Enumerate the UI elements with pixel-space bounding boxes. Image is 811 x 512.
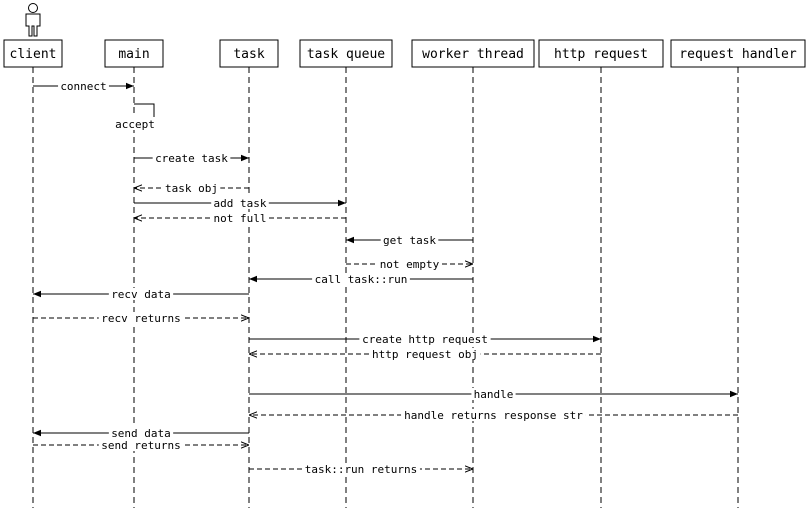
message-label-15: send data [111, 427, 171, 440]
message-label-9: recv data [111, 288, 171, 301]
actor-icon [25, 3, 41, 37]
message-label-14: handle returns response str [404, 409, 583, 422]
participant-box-handler [670, 39, 806, 68]
message-9: recv data [33, 288, 249, 301]
participant-box-main [104, 39, 164, 68]
message-label-2: create task [155, 152, 228, 165]
participant-box-task [219, 39, 279, 68]
participant-label-http: http request [554, 47, 648, 62]
message-5: not full [134, 212, 346, 225]
message-label-17: task::run returns [305, 463, 418, 476]
participant-label-task: task [233, 47, 264, 62]
participant-label-worker: worker thread [422, 47, 524, 62]
message-label-3: task obj [165, 182, 218, 195]
participant-label-handler: request handler [679, 47, 797, 62]
message-label-8: call task::run [315, 273, 408, 286]
participant-label-client: client [10, 47, 57, 62]
message-label-6: get task [383, 234, 436, 247]
message-15: send data [33, 427, 249, 440]
message-label-16: send returns [101, 439, 180, 452]
participant-box-http [538, 39, 664, 68]
message-label-12: http request obj [372, 348, 478, 361]
message-6: get task [346, 234, 473, 247]
participant-box-worker [411, 39, 535, 68]
message-label-11: create http request [362, 333, 488, 346]
participant-box-client [3, 39, 63, 68]
participant-box-queue [299, 39, 393, 68]
message-label-0: connect [60, 80, 106, 93]
participant-label-queue: task queue [307, 47, 385, 62]
message-12: http request obj [249, 348, 601, 361]
message-0: connect [33, 80, 134, 93]
message-label-7: not empty [380, 258, 440, 271]
message-label-5: not full [214, 212, 267, 225]
message-13: handle [249, 388, 738, 401]
participant-label-main: main [118, 47, 149, 62]
message-1: accept [112, 103, 156, 131]
message-8: call task::run [249, 273, 473, 286]
message-17: task::run returns [249, 463, 473, 476]
message-4: add task [134, 197, 346, 210]
message-16: send returns [33, 439, 249, 452]
message-label-1: accept [115, 118, 155, 131]
message-10: recv returns [33, 312, 249, 325]
message-3: task obj [134, 182, 249, 195]
message-label-10: recv returns [101, 312, 180, 325]
message-label-13: handle [474, 388, 514, 401]
message-7: not empty [346, 258, 473, 271]
message-11: create http request [249, 333, 601, 346]
message-14: handle returns response str [249, 409, 738, 422]
message-2: create task [134, 152, 249, 165]
message-label-4: add task [214, 197, 267, 210]
